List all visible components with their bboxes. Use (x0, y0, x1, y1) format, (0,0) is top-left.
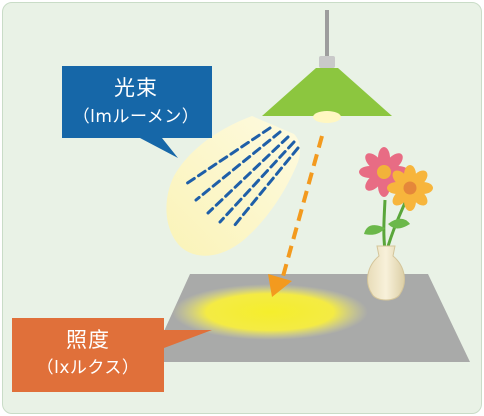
lamp-shade (262, 68, 392, 116)
vase (367, 245, 405, 301)
light-beam (166, 116, 301, 256)
flower-vase (359, 147, 433, 301)
illuminance-title: 照度 (66, 328, 110, 352)
illuminated-spot (172, 284, 368, 340)
illuminance-arrow-line (280, 135, 324, 281)
orange-flower (387, 165, 433, 211)
illuminance-callout-bubble (12, 318, 212, 392)
light-rays (184, 126, 300, 228)
lamp-cord (325, 10, 329, 56)
luminous-flux-unit: （lmルーメン） (72, 107, 200, 127)
lamp-bulb (313, 111, 341, 123)
lamp-socket (319, 56, 335, 68)
flux-callout-bubble (62, 66, 212, 158)
illuminance-unit: （lxルクス） (36, 358, 140, 378)
pink-flower (359, 147, 409, 197)
illuminance-arrow-head (268, 274, 292, 297)
luminous-flux-title: 光束 (114, 76, 158, 100)
